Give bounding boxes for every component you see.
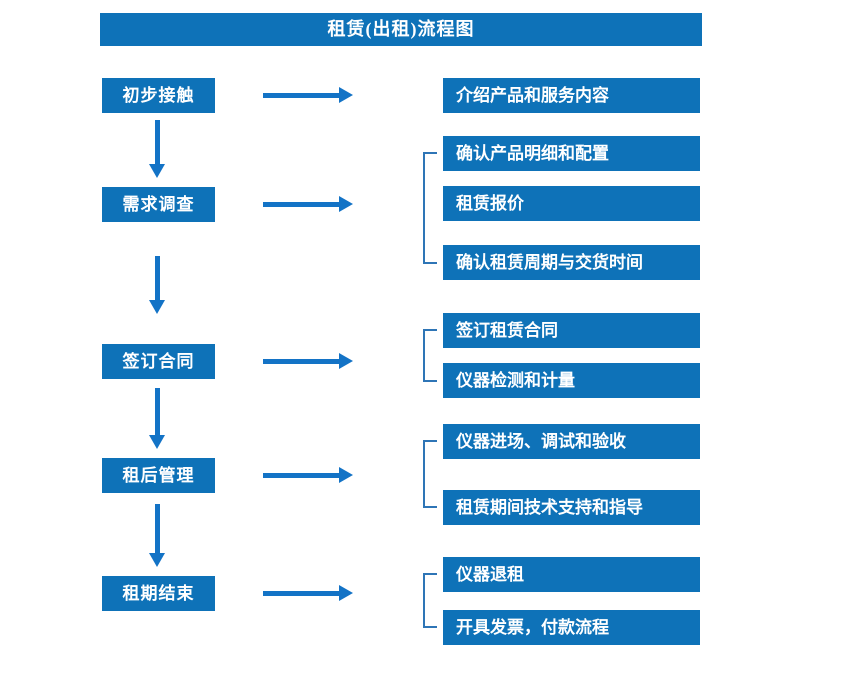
arrow-right-icon bbox=[263, 196, 353, 212]
arrow-down-icon bbox=[149, 388, 165, 449]
arrow-down-icon bbox=[149, 256, 165, 314]
arrow-head bbox=[149, 164, 165, 178]
arrow-head bbox=[149, 435, 165, 449]
arrow-head bbox=[149, 300, 165, 314]
arrow-down-icon bbox=[149, 504, 165, 567]
detail-box: 仪器进场、调试和验收 bbox=[443, 424, 700, 459]
arrow-shaft bbox=[155, 120, 160, 165]
arrow-shaft bbox=[263, 202, 340, 207]
arrow-head bbox=[339, 196, 353, 212]
arrow-head bbox=[339, 585, 353, 601]
detail-box: 开具发票，付款流程 bbox=[443, 610, 700, 645]
detail-box: 仪器检测和计量 bbox=[443, 363, 700, 398]
group-bracket-icon bbox=[423, 329, 437, 382]
step-box-sign-contract: 签订合同 bbox=[102, 344, 215, 379]
arrow-down-icon bbox=[149, 120, 165, 178]
arrow-right-icon bbox=[263, 87, 353, 103]
detail-box: 介绍产品和服务内容 bbox=[443, 78, 700, 113]
detail-box: 仪器退租 bbox=[443, 557, 700, 592]
arrow-shaft bbox=[263, 359, 340, 364]
arrow-shaft bbox=[263, 93, 340, 98]
group-bracket-icon bbox=[423, 573, 437, 628]
group-bracket-icon bbox=[423, 440, 437, 508]
detail-box: 确认产品明细和配置 bbox=[443, 136, 700, 171]
arrow-head bbox=[149, 553, 165, 567]
detail-box: 租赁报价 bbox=[443, 186, 700, 221]
arrow-head bbox=[339, 87, 353, 103]
arrow-shaft bbox=[263, 591, 340, 596]
arrow-right-icon bbox=[263, 585, 353, 601]
arrow-shaft bbox=[263, 473, 340, 478]
detail-box: 确认租赁周期与交货时间 bbox=[443, 245, 700, 280]
detail-box: 租赁期间技术支持和指导 bbox=[443, 490, 700, 525]
arrow-head bbox=[339, 353, 353, 369]
arrow-shaft bbox=[155, 388, 160, 436]
arrow-right-icon bbox=[263, 467, 353, 483]
step-box-post-rental-mgmt: 租后管理 bbox=[102, 458, 215, 493]
group-bracket-icon bbox=[423, 152, 437, 264]
arrow-shaft bbox=[155, 504, 160, 554]
arrow-right-icon bbox=[263, 353, 353, 369]
arrow-head bbox=[339, 467, 353, 483]
detail-box: 签订租赁合同 bbox=[443, 313, 700, 348]
step-box-initial-contact: 初步接触 bbox=[102, 78, 215, 113]
step-box-demand-survey: 需求调查 bbox=[102, 187, 215, 222]
flowchart-title: 租赁(出租)流程图 bbox=[100, 13, 702, 46]
step-box-lease-end: 租期结束 bbox=[102, 576, 215, 611]
arrow-shaft bbox=[155, 256, 160, 301]
